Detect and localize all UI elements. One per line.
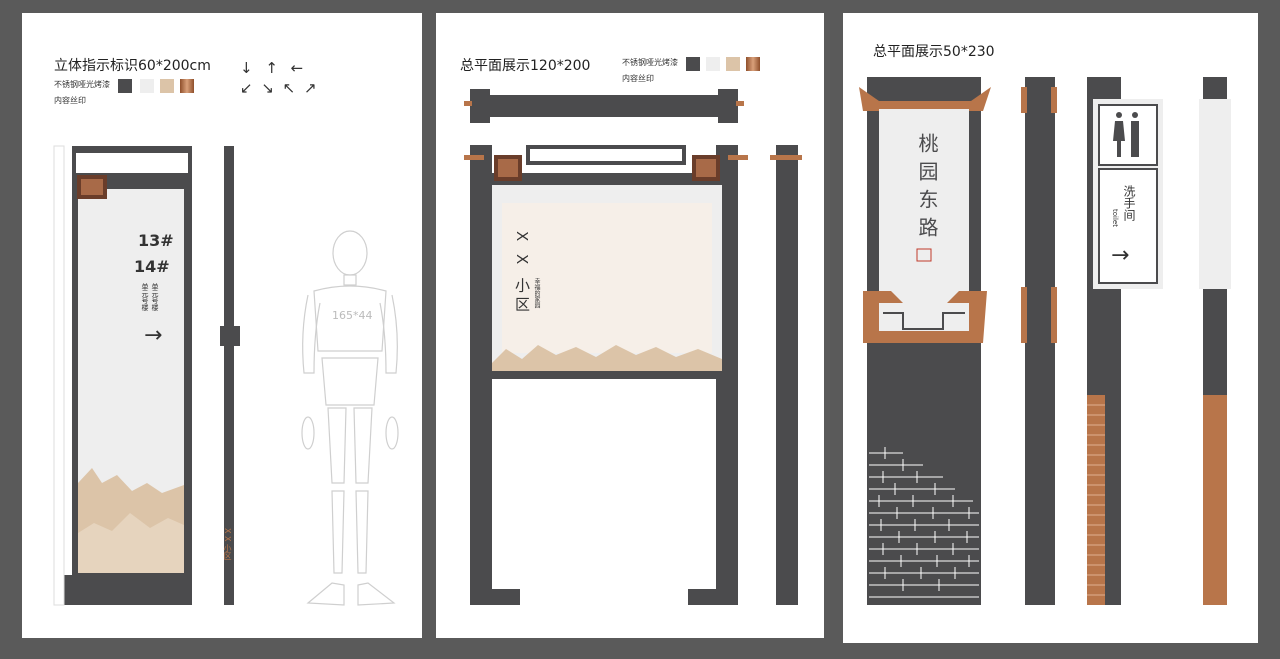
panel-3-title: 总平面展示50*230 xyxy=(873,44,995,60)
sign-3-drawing xyxy=(859,77,1231,605)
road-name: 桃园东路 xyxy=(915,133,939,245)
toilet-en: toilet xyxy=(1111,209,1119,227)
panel-2-title: 总平面展示120*200 xyxy=(460,58,591,74)
swatch-light xyxy=(140,79,154,93)
community-name: X X 小区 xyxy=(513,231,531,316)
community-sub: 幸福的家园 xyxy=(533,278,540,308)
swatch-copper xyxy=(180,79,194,93)
panel-1: 立体指示标识60*200cm 不锈钢哑光烤漆 内容丝印 ↓ ↑ ← ↙ ↘ ↖ … xyxy=(22,13,422,638)
swatch-beige-2 xyxy=(726,57,740,71)
swatch-copper-2 xyxy=(746,57,760,71)
swatch-dark-2 xyxy=(686,57,700,71)
toilet-label: 洗手间 xyxy=(1122,185,1136,221)
panel-3: 总平面展示50*230 xyxy=(843,13,1258,643)
sign-2-drawing xyxy=(464,89,802,605)
human-size-label: 165*44 xyxy=(332,309,373,322)
print-label: 内容丝印 xyxy=(54,96,86,105)
building-13-label: 13# xyxy=(138,231,174,250)
panel-2: 总平面展示120*200 不锈钢哑光烤漆 内容丝印 X X 小区 幸福的家园 xyxy=(436,13,824,638)
swatch-beige xyxy=(160,79,174,93)
toilet-arrow: → xyxy=(1111,243,1130,268)
swatch-dark xyxy=(118,79,132,93)
sign-1-drawing xyxy=(53,145,240,606)
panel-1-title: 立体指示标识60*200cm xyxy=(54,58,211,74)
sign-1-side-text: X X 小区 xyxy=(223,528,232,561)
direction-arrows-bottom: ↙ ↘ ↖ ↗ xyxy=(240,79,319,97)
swatch-light-2 xyxy=(706,57,720,71)
floor-note-b: 单元号楼 xyxy=(141,283,149,311)
building-14-label: 14# xyxy=(134,257,170,276)
human-scale-figure xyxy=(301,230,399,606)
direction-arrows-top: ↓ ↑ ← xyxy=(240,59,308,77)
sign-1-arrow: → xyxy=(144,323,163,348)
material-label-2: 不锈钢哑光烤漆 xyxy=(622,58,678,67)
material-label: 不锈钢哑光烤漆 xyxy=(54,80,110,89)
floor-note-a: 单元号楼 xyxy=(151,283,159,311)
print-label-2: 内容丝印 xyxy=(622,74,654,83)
